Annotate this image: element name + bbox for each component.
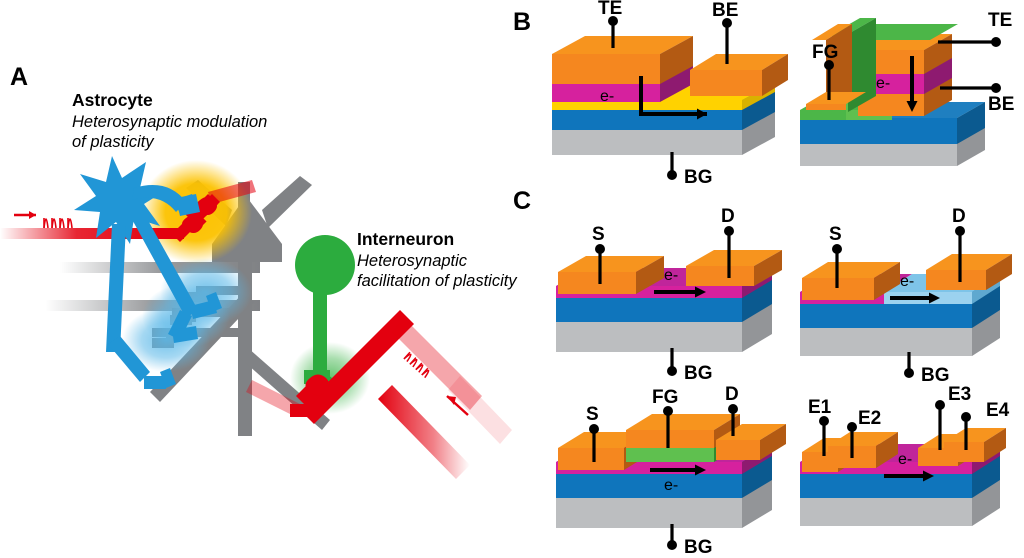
c1-carrier-label: e- xyxy=(664,267,678,284)
c3-label-bg: BG xyxy=(684,537,713,558)
presynaptic-axon-red-2 xyxy=(246,310,470,479)
b2-pin-be: BE xyxy=(940,83,1014,115)
c2-current-arrow xyxy=(890,292,940,304)
b2-fg-inner-orange xyxy=(812,24,852,112)
astrocyte-subtitle-line2: of plasticity xyxy=(72,133,155,151)
c4-label-e1: E1 xyxy=(808,397,832,418)
c4-current-arrow xyxy=(884,470,934,482)
astrocyte-title: Astrocyte xyxy=(72,90,153,110)
c1-label-s: S xyxy=(592,224,605,245)
c1-label-bg: BG xyxy=(684,363,713,384)
presynaptic-axon-red xyxy=(0,180,256,242)
b2-label-fg: FG xyxy=(812,42,838,63)
c4-pin-e3: E3 xyxy=(935,384,971,450)
input-arrow-left xyxy=(14,211,36,219)
c3-current-arrow xyxy=(650,464,706,476)
c3-pin-fg: FG xyxy=(652,387,678,448)
c4-carrier-label: e- xyxy=(898,451,912,468)
b2-carrier-label: e- xyxy=(876,75,890,92)
device-b-floating-gate-memristor: e- FG TE BE xyxy=(800,10,1014,166)
c4-pin-e4: E4 xyxy=(961,400,1010,450)
c4-pin-e1: E1 xyxy=(808,397,832,456)
astrocyte-label-group: Astrocyte Heterosynaptic modulation of p… xyxy=(72,90,267,151)
c2-pin-d: D xyxy=(952,206,966,282)
b1-current-arrow xyxy=(639,76,707,120)
astrocyte-subtitle-line1: Heterosynaptic modulation xyxy=(72,113,267,131)
c3-label-d: D xyxy=(725,384,739,405)
c3-pin-d: D xyxy=(725,384,739,436)
b1-label-bg: BG xyxy=(684,167,713,188)
axon-fade-beam-right xyxy=(392,318,512,444)
c2-pin-bg: BG xyxy=(904,352,950,386)
c4-electrode-e4 xyxy=(944,428,1006,462)
device-c-multi-electrode-transistor: e- E1 E2 E3 E4 xyxy=(800,384,1010,526)
interneuron-subtitle-line1: Heterosynaptic xyxy=(357,252,468,270)
b2-fg-green-lip xyxy=(800,110,846,120)
panel-b: B xyxy=(513,0,1014,188)
b1-label-te: TE xyxy=(598,0,622,19)
device-c-heterojunction-transistor: e- S D BG xyxy=(800,206,1012,386)
panel-c-letter: C xyxy=(513,187,531,215)
panel-a: A Astrocyte Heterosynaptic modulation of… xyxy=(0,63,518,479)
c2-drain-electrode xyxy=(926,254,1012,290)
b1-pin-te: TE xyxy=(598,0,622,48)
c2-carrier-label: e- xyxy=(900,273,914,290)
c3-pin-bg: BG xyxy=(667,524,713,558)
input-spikes-right xyxy=(403,351,430,379)
panel-a-letter: A xyxy=(10,63,28,91)
c1-pin-s: S xyxy=(592,224,605,284)
b2-current-arrow xyxy=(906,56,918,112)
b2-pin-fg: FG xyxy=(812,42,838,100)
c1-source-electrode xyxy=(558,256,664,294)
interneuron-subtitle-line2: facilitation of plasticity xyxy=(357,272,518,290)
c2-pin-s: S xyxy=(829,224,842,288)
c4-label-e3: E3 xyxy=(948,384,971,405)
c3-label-s: S xyxy=(586,404,599,425)
c1-current-arrow xyxy=(654,286,706,298)
b2-label-te: TE xyxy=(988,10,1012,31)
b1-top-electrode-orange xyxy=(552,36,693,84)
interneuron-label-group: Interneuron Heterosynaptic facilitation … xyxy=(357,229,518,290)
b1-pin-bg: BG xyxy=(667,152,713,188)
panel-c: C xyxy=(513,187,1012,558)
b1-carrier-label: e- xyxy=(600,88,614,105)
b2-pin-te: TE xyxy=(938,10,1012,47)
c1-pin-d: D xyxy=(721,206,735,278)
panel-b-letter: B xyxy=(513,8,531,36)
c1-drain-electrode xyxy=(686,250,782,286)
b1-label-be: BE xyxy=(712,0,738,21)
interneuron-title: Interneuron xyxy=(357,229,454,249)
input-spikes-left xyxy=(43,218,73,229)
c1-label-d: D xyxy=(721,206,735,227)
c3-carrier-label: e- xyxy=(664,477,678,494)
device-c-floating-gate-transistor: e- S FG D BG xyxy=(556,384,786,558)
input-arrow-right xyxy=(446,395,469,416)
c4-pin-e2: E2 xyxy=(847,408,881,458)
device-c-three-terminal-transistor: e- S D BG xyxy=(556,206,782,384)
c2-source-electrode xyxy=(802,262,900,300)
c3-pin-s: S xyxy=(586,404,599,462)
c4-electrode-e2 xyxy=(828,432,898,468)
b1-bottom-electrode-orange xyxy=(690,54,788,96)
b2-label-be: BE xyxy=(988,94,1014,115)
c2-label-bg: BG xyxy=(921,365,950,386)
device-b-two-terminal-memristor: e- TE BE BG xyxy=(552,0,788,188)
c2-label-s: S xyxy=(829,224,842,245)
astrocyte xyxy=(74,156,222,389)
c4-label-e2: E2 xyxy=(858,408,881,429)
c4-label-e4: E4 xyxy=(986,400,1010,421)
c3-label-fg: FG xyxy=(652,387,678,408)
c1-pin-bg: BG xyxy=(667,348,713,384)
b1-pin-be: BE xyxy=(712,0,738,64)
c3-control-gate-orange xyxy=(626,414,740,448)
c2-label-d: D xyxy=(952,206,966,227)
